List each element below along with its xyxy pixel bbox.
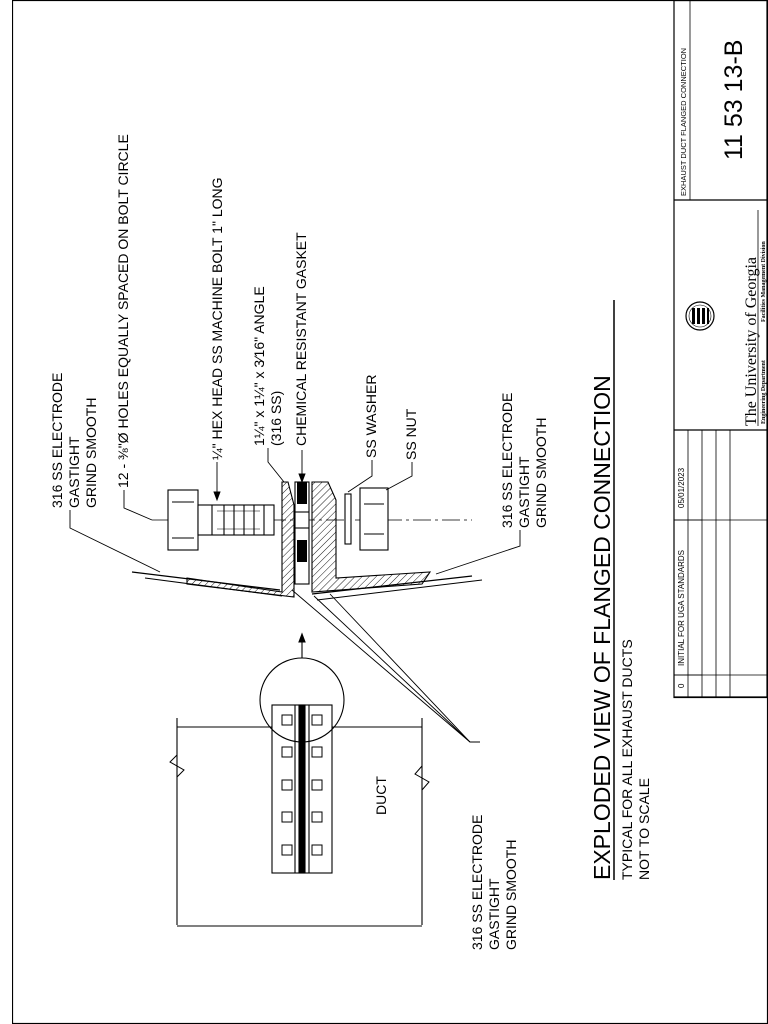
drawing-title-group: EXPLODED VIEW OF FLANGED CONNECTION TYPI… [589,300,652,880]
uga-arch-logo [685,301,715,331]
title-block: 0 INITIAL FOR UGA STANDARDS 05/01/2023 T… [673,0,768,699]
drawing-sheet: 0 INITIAL FOR UGA STANDARDS 05/01/2023 T… [12,0,768,1024]
revision-number: 0 [677,683,686,688]
weld-bottom-line-3: GRIND SMOOTH [503,840,519,950]
weld-right-line-3: GRIND SMOOTH [533,418,549,528]
washer-label: SS WASHER [363,375,379,459]
drawing-canvas: 0 INITIAL FOR UGA STANDARDS 05/01/2023 T… [12,0,768,1024]
department-name: Engineering Department [761,360,767,424]
angle-label-line-1: 1¼" x 1¼" x 3⁄16" ANGLE [251,286,267,446]
revision-date: 05/01/2023 [677,467,686,508]
bolt-label: ¼" HEX HEAD SS MACHINE BOLT 1" LONG [209,178,225,461]
exploded-flange-detail [131,481,483,601]
gasket-label: CHEMICAL RESISTANT GASKET [293,232,309,446]
weld-right-line-1: 316 SS ELECTRODE [499,393,515,528]
university-name: The University of Georgia [743,257,760,426]
holes-label: 12 - ⅜"Ø HOLES EQUALLY SPACED ON BOLT CI… [115,134,131,488]
weld-top-line-3: GRIND SMOOTH [83,398,99,508]
revision-description: INITIAL FOR UGA STANDARDS [677,550,686,666]
nut-label: SS NUT [403,408,419,460]
division-name: Facilities Management Division [761,241,767,322]
duct-flange-view [169,632,430,927]
duct-label: DUCT [373,776,389,815]
subtitle-line-2: NOT TO SCALE [636,778,652,880]
sheet-title: EXHAUST DUCT FLANGED CONNECTION [679,48,688,196]
angle-label-line-2: (316 SS) [268,391,284,446]
subtitle-line-1: TYPICAL FOR ALL EXHAUST DUCTS [619,639,635,880]
weld-top-line-1: 316 SS ELECTRODE [49,373,65,508]
drawing-title: EXPLODED VIEW OF FLANGED CONNECTION [589,375,615,880]
weld-bottom-line-2: GASTIGHT [486,878,502,950]
drawing-number: 11 53 13-B [720,40,748,160]
weld-right-line-2: GASTIGHT [516,456,532,528]
leader-lines [69,448,521,743]
weld-bottom-line-1: 316 SS ELECTRODE [469,815,485,950]
weld-top-line-2: GASTIGHT [66,436,82,508]
callout-labels: 316 SS ELECTRODE GASTIGHT GRIND SMOOTH 1… [49,134,549,950]
